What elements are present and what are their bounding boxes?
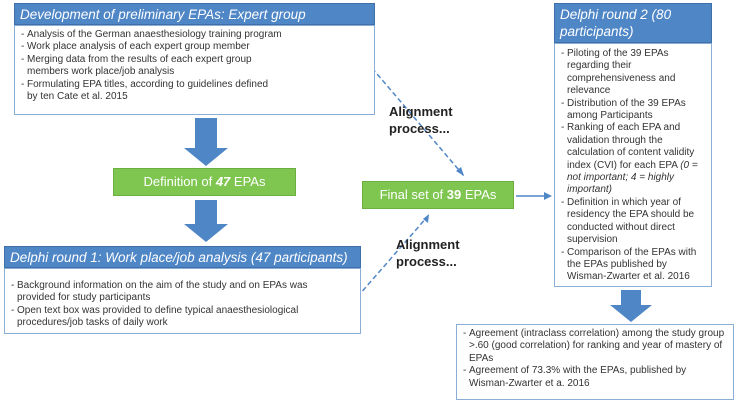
- alignment-label-top: Alignment process...: [389, 104, 453, 136]
- list-item: Work place analysis of each expert group…: [19, 41, 327, 54]
- list-item: Merging data from the results of each ex…: [19, 54, 292, 79]
- list-item: Definition in which year of residency th…: [559, 197, 707, 247]
- definition-count: 47: [215, 174, 231, 189]
- final-set-suffix: EPAs: [461, 187, 497, 202]
- expert-group-content: Analysis of the German anaesthesiology t…: [14, 25, 375, 115]
- list-item: Background information on the aim of the…: [9, 280, 322, 305]
- list-item: Comparison of the EPAs with the EPAs pub…: [559, 247, 707, 284]
- down-arrow-definition-to-delphi1: [184, 200, 228, 242]
- final-set-count: 39: [446, 187, 462, 202]
- final-set-box: Final set of 39 EPAs: [362, 181, 514, 209]
- list-item: Agreement (intraclass correlation) among…: [461, 328, 731, 365]
- delphi2-header: Delphi round 2 (80 participants): [554, 3, 712, 43]
- list-item: Agreement of 73.3% with the EPAs, publis…: [461, 365, 709, 390]
- list-item: Analysis of the German anaesthesiology t…: [19, 29, 327, 42]
- delphi2-content: Piloting of the 39 EPAs regarding their …: [554, 43, 712, 287]
- results-box: Agreement (intraclass correlation) among…: [456, 324, 734, 400]
- definition-prefix: Definition of: [143, 174, 216, 189]
- definition-suffix: EPAs: [230, 174, 266, 189]
- down-arrow-expert-to-definition: [184, 118, 228, 166]
- down-arrow-delphi2-to-results: [610, 290, 652, 322]
- alignment-label-bottom: Alignment process...: [396, 237, 460, 269]
- alignment-dashed-line-bottom: [351, 215, 429, 304]
- cvi-note: (0 = not important; 4 = highly important…: [567, 159, 698, 196]
- list-item: Open text box was provided to define typ…: [9, 305, 317, 330]
- list-item: Formulating EPA titles, according to gui…: [19, 79, 277, 104]
- list-item: Distribution of the 39 EPAs among Partic…: [559, 98, 707, 123]
- list-item: Ranking of each EPA and validation throu…: [559, 122, 707, 196]
- list-item: Piloting of the 39 EPAs regarding their …: [559, 48, 707, 98]
- delphi1-content: Background information on the aim of the…: [4, 268, 361, 334]
- final-set-prefix: Final set of: [379, 187, 447, 202]
- cvi-item-text: Ranking of each EPA and validation throu…: [567, 122, 695, 171]
- delphi1-header: Delphi round 1: Work place/job analysis …: [4, 246, 361, 268]
- definition-box: Definition of 47 EPAs: [113, 168, 296, 196]
- expert-group-header: Development of preliminary EPAs: Expert …: [14, 3, 375, 25]
